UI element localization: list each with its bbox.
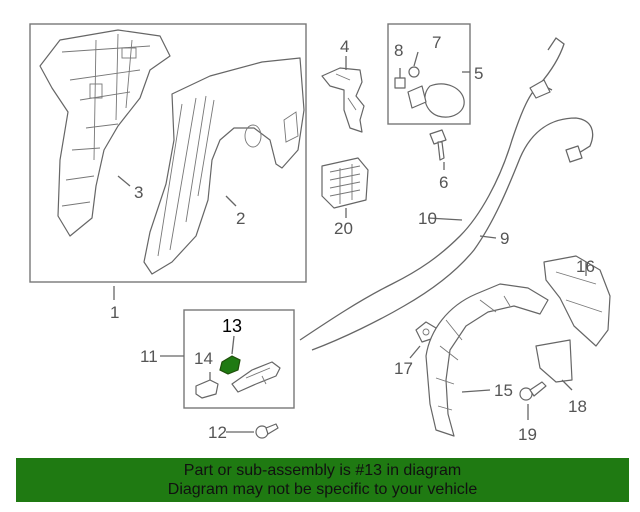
part-19-screw[interactable] bbox=[519, 381, 547, 401]
part-18-mud-flap[interactable] bbox=[535, 339, 573, 383]
part-7-cap[interactable] bbox=[408, 66, 420, 78]
part-12-bolt[interactable] bbox=[255, 423, 279, 439]
assembly-box-11 bbox=[183, 309, 295, 409]
part-14-latch[interactable] bbox=[195, 379, 219, 399]
part-15-wheelhouse-liner[interactable] bbox=[425, 283, 549, 437]
part-10-cable[interactable] bbox=[299, 37, 565, 341]
callout-1: 1 bbox=[110, 303, 119, 322]
part-13-highlighted[interactable] bbox=[219, 355, 241, 375]
callout-10: 10 bbox=[418, 209, 437, 228]
part-2-outer-panel[interactable] bbox=[143, 57, 305, 275]
part-6-bolt[interactable] bbox=[429, 129, 447, 161]
callout-11: 11 bbox=[140, 347, 158, 366]
callout-8: 8 bbox=[394, 41, 403, 60]
callout-3: 3 bbox=[134, 183, 143, 202]
callout-17: 17 bbox=[394, 359, 413, 378]
callout-labels: 1 2 3 4 5 6 7 8 9 10 11 12 13 14 15 16 1… bbox=[110, 33, 595, 444]
callout-13-highlighted: 13 bbox=[222, 316, 242, 336]
highlight-banner: Part or sub-assembly is #13 in diagram D… bbox=[16, 458, 629, 502]
banner-line-2: Diagram may not be specific to your vehi… bbox=[167, 481, 478, 498]
callout-19: 19 bbox=[518, 425, 537, 444]
callout-16: 16 bbox=[576, 257, 595, 276]
banner-line-1: Part or sub-assembly is #13 in diagram bbox=[183, 462, 462, 479]
part-16-splash-panel[interactable] bbox=[543, 255, 611, 347]
leader-lines bbox=[113, 51, 587, 433]
callout-4: 4 bbox=[340, 37, 349, 56]
callout-20: 20 bbox=[334, 219, 353, 238]
callout-5: 5 bbox=[474, 64, 483, 83]
part-9-cable[interactable] bbox=[311, 117, 594, 351]
assembly-box-5 bbox=[387, 23, 471, 125]
callout-12: 12 bbox=[208, 423, 227, 442]
part-4-bracket[interactable] bbox=[321, 67, 365, 133]
callout-9: 9 bbox=[500, 229, 509, 248]
part-8-clip[interactable] bbox=[394, 77, 406, 89]
part-20-module[interactable] bbox=[321, 157, 369, 209]
callout-6: 6 bbox=[439, 173, 448, 192]
part-5-fuel-door[interactable] bbox=[407, 83, 465, 118]
callout-14: 14 bbox=[194, 349, 213, 368]
callout-2: 2 bbox=[236, 209, 245, 228]
part-3-inner-panel[interactable] bbox=[39, 29, 171, 237]
callout-7: 7 bbox=[432, 33, 441, 52]
callout-18: 18 bbox=[568, 397, 587, 416]
part-11-linkage[interactable] bbox=[231, 361, 281, 393]
callout-15: 15 bbox=[494, 381, 513, 400]
assembly-box-1 bbox=[29, 23, 307, 283]
